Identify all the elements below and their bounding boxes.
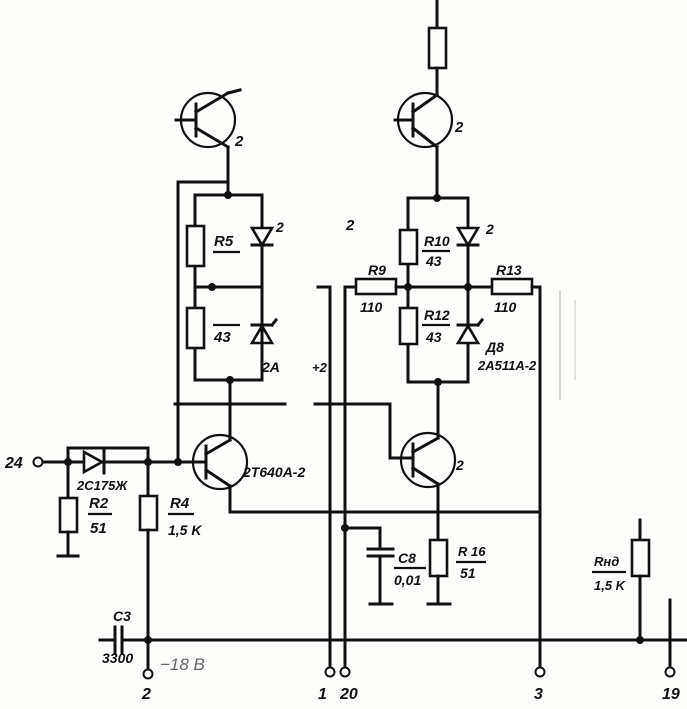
label-2-diode: 2: [275, 219, 284, 235]
label-r-emit-val: 51: [460, 565, 476, 581]
label-terminal-3: 3: [534, 686, 543, 703]
label-terminal-1: 1: [318, 686, 327, 703]
label-terminal-2: 2: [141, 686, 151, 703]
label-c3-val: 3300: [102, 650, 133, 666]
terminal-24[interactable]: [32, 456, 44, 468]
label-c3: C3: [113, 608, 131, 624]
resistor-r-load: [630, 538, 651, 578]
label-c8: C8: [398, 550, 416, 566]
terminal-19[interactable]: [664, 666, 676, 678]
resistor-r9: [354, 277, 398, 296]
label-r2-val: 51: [90, 520, 107, 537]
label-r5: R5: [214, 233, 234, 250]
terminal-20[interactable]: [339, 666, 351, 678]
transistor-bottom-right: [399, 431, 457, 489]
label-supply: −18 В: [160, 655, 205, 674]
label-q-top-right: 2: [454, 119, 464, 136]
label-r4-val: 1,5 K: [168, 522, 202, 538]
resistor-r16: [428, 538, 449, 578]
label-r12: R12: [424, 307, 450, 323]
label-d-right-type: 2A511A-2: [477, 358, 537, 373]
label-terminal-20: 20: [339, 686, 358, 703]
diode-left-top: [249, 226, 275, 248]
zener-diode-right: [455, 317, 485, 345]
zener-diode-left: [249, 317, 279, 345]
resistor-r12: [398, 306, 419, 346]
resistor-top-right: [427, 26, 448, 70]
diode-2c175: [82, 449, 106, 475]
label-r10: R10: [424, 233, 450, 249]
label-d-right: Д8: [485, 339, 504, 355]
resistor-r10: [398, 228, 419, 266]
label-r4: R4: [170, 495, 190, 512]
label-r9: R9: [368, 262, 386, 278]
label-2-diode-right: 2: [485, 221, 494, 237]
transistor-left-2t640: [176, 433, 249, 491]
label-r2: R2: [89, 495, 109, 512]
label-q-top-left: 2: [234, 133, 244, 150]
label-r-emit: R 16: [458, 544, 486, 559]
terminal-2[interactable]: [142, 668, 154, 680]
transistor-top-right: [393, 91, 454, 150]
label-c8-val: 0,01: [394, 572, 421, 588]
resistor-r13: [490, 277, 534, 296]
label-2-mid: 2: [345, 217, 355, 234]
label-r12-val: 43: [425, 329, 442, 345]
terminal-1[interactable]: [324, 666, 336, 678]
label-d-left-fragment: 2A: [261, 359, 280, 375]
diode-right-top: [455, 226, 481, 248]
resistor-left-43: [185, 306, 206, 350]
resistor-r4: [138, 494, 159, 532]
label-r-left-bottom-val: 43: [213, 329, 231, 346]
label-terminal-19: 19: [662, 686, 680, 703]
label-r-load: Rнд: [594, 554, 619, 569]
label-terminal-24: 24: [4, 455, 23, 472]
label-r-load-val: 1,5 K: [594, 578, 627, 593]
label-r13-val: 110: [494, 299, 517, 315]
transistor-top-left: [174, 88, 242, 150]
terminal-3[interactable]: [534, 666, 546, 678]
label-diode-input: 2C175Ж: [76, 478, 128, 493]
label-r10-val: 43: [425, 253, 442, 269]
resistor-r5: [185, 224, 206, 268]
label-r9-val: 110: [360, 299, 383, 315]
label-q-bottom-right: 2: [455, 457, 464, 473]
label-r13: R13: [496, 262, 522, 278]
label-q-left-type: 2T640A-2: [242, 464, 305, 480]
resistor-r2: [58, 496, 79, 534]
label-plus2: +2: [312, 360, 328, 375]
